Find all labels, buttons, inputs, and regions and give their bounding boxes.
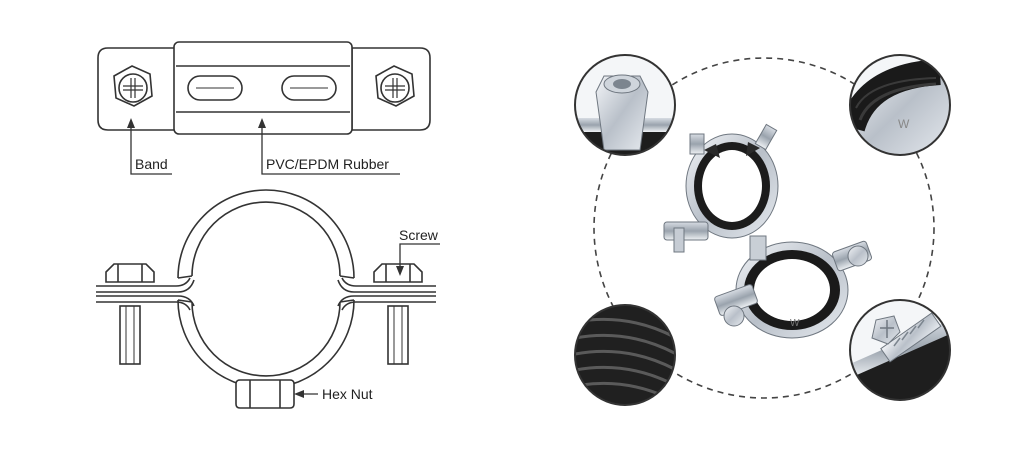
label-rubber: PVC/EPDM Rubber [266,156,389,172]
hex-nut-icon [235,379,295,409]
svg-text:W: W [790,318,800,329]
leader-lines-side [294,243,440,398]
detail-rubber-grooves-photo [574,304,676,406]
pipe-clamp-photo: W [714,235,872,339]
band-slot [187,75,243,101]
label-screw: Screw [399,227,439,243]
side-view-drawing [96,189,436,409]
label-band: Band [135,156,168,172]
leader-lines-top [127,118,400,175]
detail-screw-photo [849,299,951,401]
screw-head-icon [113,65,153,107]
label-hex-nut: Hex Nut [322,386,373,402]
pipe-clamp-photo [663,123,779,253]
top-view-drawing [97,41,431,135]
left-screw-icon [105,263,155,365]
svg-text:W: W [898,117,910,131]
detail-rubber-photo: W [849,54,951,156]
product-photo-composition: W W [574,54,951,406]
clamp-ring-upper [177,189,355,279]
screw-head-icon [375,65,415,107]
rubber-strip [173,41,353,135]
right-screw-icon [373,263,423,365]
dashed-circle [593,57,935,399]
detail-hex-nut-photo [574,54,676,156]
band-slot [281,75,337,101]
